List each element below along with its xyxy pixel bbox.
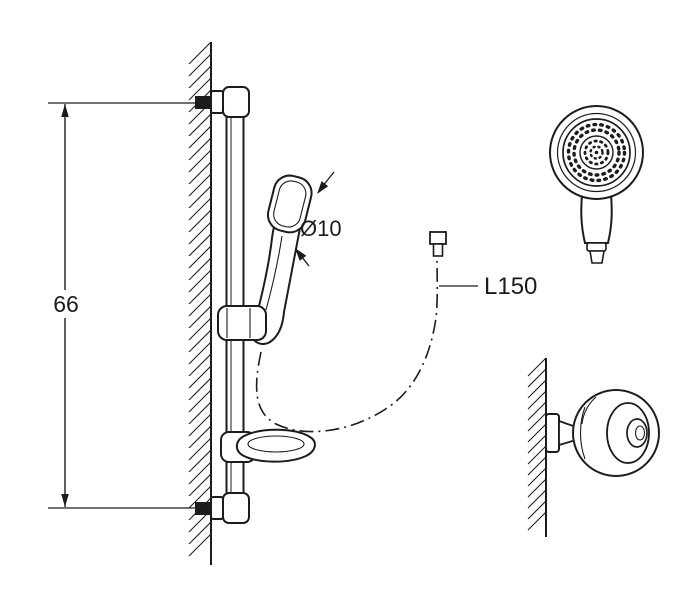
arrowhead-down-icon bbox=[61, 494, 69, 507]
front-view-connector bbox=[589, 250, 605, 264]
head-rim-line bbox=[556, 112, 637, 193]
nozzle-ring-middle bbox=[572, 128, 621, 177]
rail-height-label: 66 bbox=[53, 291, 79, 317]
dimension-rail-height bbox=[48, 102, 211, 509]
spray-plate-rim bbox=[562, 118, 631, 187]
wall-anchor-top bbox=[195, 96, 211, 109]
slider-holder bbox=[217, 305, 267, 341]
hose-centerline bbox=[255, 259, 439, 433]
rail-cap-bottom bbox=[222, 492, 250, 524]
nozzle-ring-core bbox=[589, 145, 604, 160]
flange-shading-arc bbox=[579, 406, 586, 460]
escutcheon-bottom bbox=[210, 496, 224, 520]
label-backing bbox=[50, 290, 82, 318]
center-plate-rim bbox=[579, 135, 614, 170]
rail-cap-top bbox=[222, 86, 250, 118]
shower-hose bbox=[255, 231, 447, 433]
arrowhead-up-icon bbox=[61, 104, 69, 117]
flange-highlight-arc bbox=[581, 396, 597, 425]
dish-inner-rim bbox=[247, 435, 305, 453]
wall-hatch-left bbox=[188, 41, 212, 557]
escutcheon-top bbox=[210, 90, 224, 114]
arrowhead-upper-left-icon bbox=[295, 248, 307, 261]
handle-contour-line bbox=[265, 235, 283, 311]
arrowhead-lower-left-icon bbox=[317, 181, 329, 194]
wall-hatch-right bbox=[527, 357, 547, 531]
nozzle-ring-outer bbox=[566, 122, 627, 183]
center-nozzle-dot bbox=[594, 150, 599, 155]
holder-cup-core bbox=[634, 425, 646, 441]
hose-connector-stem bbox=[432, 243, 444, 257]
arrow-tail-bottom bbox=[301, 257, 310, 267]
handle-diameter-label: Ø10 bbox=[300, 216, 342, 241]
front-view-handle bbox=[580, 184, 613, 244]
holder-cup-inner bbox=[626, 418, 648, 448]
holder-body bbox=[217, 305, 267, 341]
hand-shower-side-view bbox=[250, 174, 313, 345]
soap-dish bbox=[220, 428, 316, 463]
shower-head-front-view bbox=[549, 105, 644, 264]
bracket-escutcheon bbox=[545, 413, 560, 453]
shower-head-contour bbox=[273, 180, 307, 228]
arrow-tail-top bbox=[323, 171, 335, 185]
hose-connector-nut bbox=[429, 231, 447, 245]
wall-bracket-side-view bbox=[545, 389, 660, 477]
hose-length-label: L150 bbox=[484, 273, 537, 300]
wall-anchor-bottom bbox=[195, 502, 211, 515]
front-view-collar bbox=[586, 242, 607, 252]
dimension-handle-diameter bbox=[295, 171, 335, 267]
nozzle-ring-inner bbox=[583, 139, 610, 166]
